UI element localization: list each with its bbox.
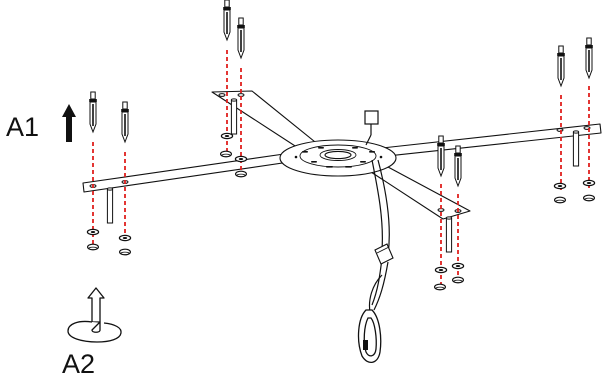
rotate-arrow-icon	[67, 287, 122, 343]
plate-slots	[294, 147, 383, 168]
cable-clamp	[374, 243, 394, 265]
mounting-frame	[82, 90, 602, 220]
arrow-up-icon	[62, 104, 76, 142]
step-label-a1: A1	[6, 112, 40, 142]
safety-cable	[364, 110, 390, 313]
step-label-a2: A2	[62, 349, 96, 379]
carabiner	[357, 309, 382, 363]
